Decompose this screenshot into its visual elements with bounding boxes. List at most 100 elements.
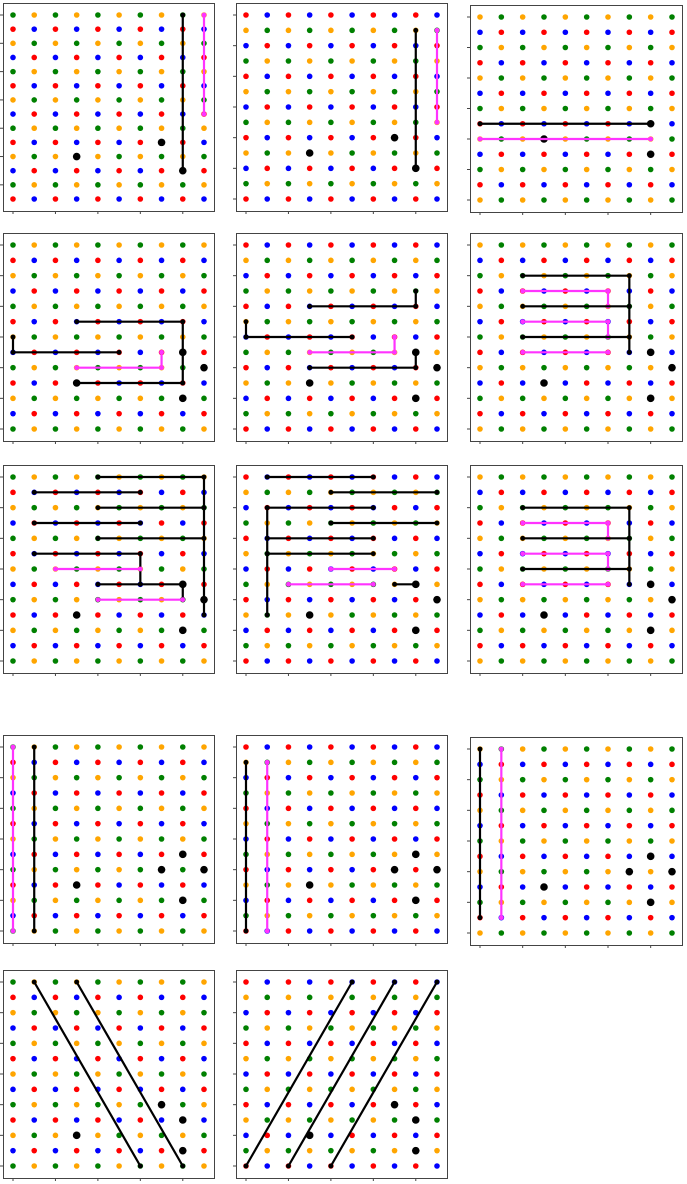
grid-dot <box>95 426 101 432</box>
grid-dot <box>243 658 249 664</box>
grid-dot <box>412 242 419 248</box>
grid-dot <box>391 474 398 480</box>
grid-dot <box>328 150 334 156</box>
grid-dot <box>243 12 249 18</box>
grid-dot <box>605 166 611 173</box>
grid-dot <box>264 364 271 371</box>
path-line <box>329 981 438 1167</box>
grid-dot <box>243 474 249 480</box>
marker-dot <box>411 394 420 403</box>
grid-dot <box>306 73 313 80</box>
grid-dot <box>434 882 440 888</box>
marker-dot <box>157 138 166 147</box>
marker-dot <box>411 1116 420 1124</box>
grid-dot <box>158 489 165 496</box>
grid-dot <box>116 658 122 664</box>
grid-dot <box>116 820 122 827</box>
grid-dot <box>391 994 398 1001</box>
grid-dot <box>626 59 633 66</box>
grid-dot <box>306 627 313 634</box>
grid-dot <box>10 566 16 572</box>
marker-dot <box>668 867 676 876</box>
grid-dot <box>116 774 122 781</box>
grid-dot <box>243 1117 249 1123</box>
puzzle-panel <box>233 3 448 214</box>
path-node <box>392 349 397 355</box>
path-line <box>75 981 184 1167</box>
grid-dot <box>179 612 186 618</box>
grid-dot <box>264 1117 271 1123</box>
grid-dot <box>434 1009 440 1016</box>
grid-dot <box>370 288 377 294</box>
grid-dot <box>669 242 675 248</box>
grid-dot <box>477 151 483 158</box>
grid-dot <box>391 550 398 557</box>
grid-dot <box>31 1040 38 1047</box>
grid-dot <box>477 59 483 66</box>
grid-dot <box>669 181 675 188</box>
grid-dot <box>349 836 355 842</box>
path-node <box>264 928 270 934</box>
grid-dot <box>541 395 547 402</box>
grid-dot <box>31 535 38 542</box>
path-node <box>95 474 101 480</box>
grid-dot <box>434 1071 440 1077</box>
grid-dot <box>477 550 483 557</box>
grid-dot <box>73 805 80 812</box>
grid-dot <box>306 180 313 187</box>
grid-dot <box>201 1101 207 1108</box>
grid-dot <box>498 288 505 294</box>
grid-dot <box>158 882 165 888</box>
grid-dot <box>349 395 355 402</box>
grid-dot <box>349 104 355 110</box>
grid-dot <box>10 153 16 160</box>
grid-dot <box>264 165 271 172</box>
grid-dot <box>10 1147 16 1154</box>
marker-dot <box>157 1100 166 1109</box>
grid-dot <box>95 882 101 888</box>
grid-dot <box>605 426 611 432</box>
grid-dot <box>306 119 313 126</box>
grid-dot <box>285 150 292 156</box>
grid-dot <box>477 658 483 664</box>
grid-dot <box>370 150 377 156</box>
grid-dot <box>95 1025 101 1031</box>
path-node <box>201 612 207 618</box>
grid-dot <box>498 257 505 264</box>
grid-dot <box>137 97 144 103</box>
grid-dot <box>95 897 101 904</box>
grid-dot <box>31 196 38 202</box>
grid-dot <box>73 897 80 904</box>
grid-dot <box>328 410 334 417</box>
grid-dot <box>264 73 271 80</box>
grid-dot <box>306 759 313 766</box>
grid-dot <box>52 395 59 402</box>
path-node <box>328 489 334 495</box>
grid-dot <box>477 272 483 279</box>
puzzle-panel <box>467 465 683 676</box>
grid-dot <box>116 1040 122 1047</box>
grid-dot <box>647 838 654 844</box>
grid-dot <box>137 349 144 356</box>
marker-dot <box>178 896 187 905</box>
grid-dot <box>306 928 313 934</box>
grid-dot <box>137 1055 144 1062</box>
grid-dot <box>328 627 334 634</box>
grid-dot <box>95 12 101 18</box>
grid-dot <box>328 1055 334 1062</box>
grid-dot <box>10 410 16 417</box>
grid-dot <box>519 822 526 829</box>
grid-dot <box>498 272 505 279</box>
grid-dot <box>626 627 633 634</box>
grid-dot <box>285 520 292 526</box>
grid-dot <box>605 151 611 158</box>
grid-dot <box>73 504 80 511</box>
marker-dot <box>305 611 314 619</box>
grid-dot <box>137 1040 144 1047</box>
grid-dot <box>10 111 16 117</box>
grid-dot <box>519 596 526 603</box>
grid-dot <box>95 1040 101 1047</box>
grid-dot <box>370 1025 377 1031</box>
grid-dot <box>264 1040 271 1047</box>
grid-dot <box>434 395 440 402</box>
